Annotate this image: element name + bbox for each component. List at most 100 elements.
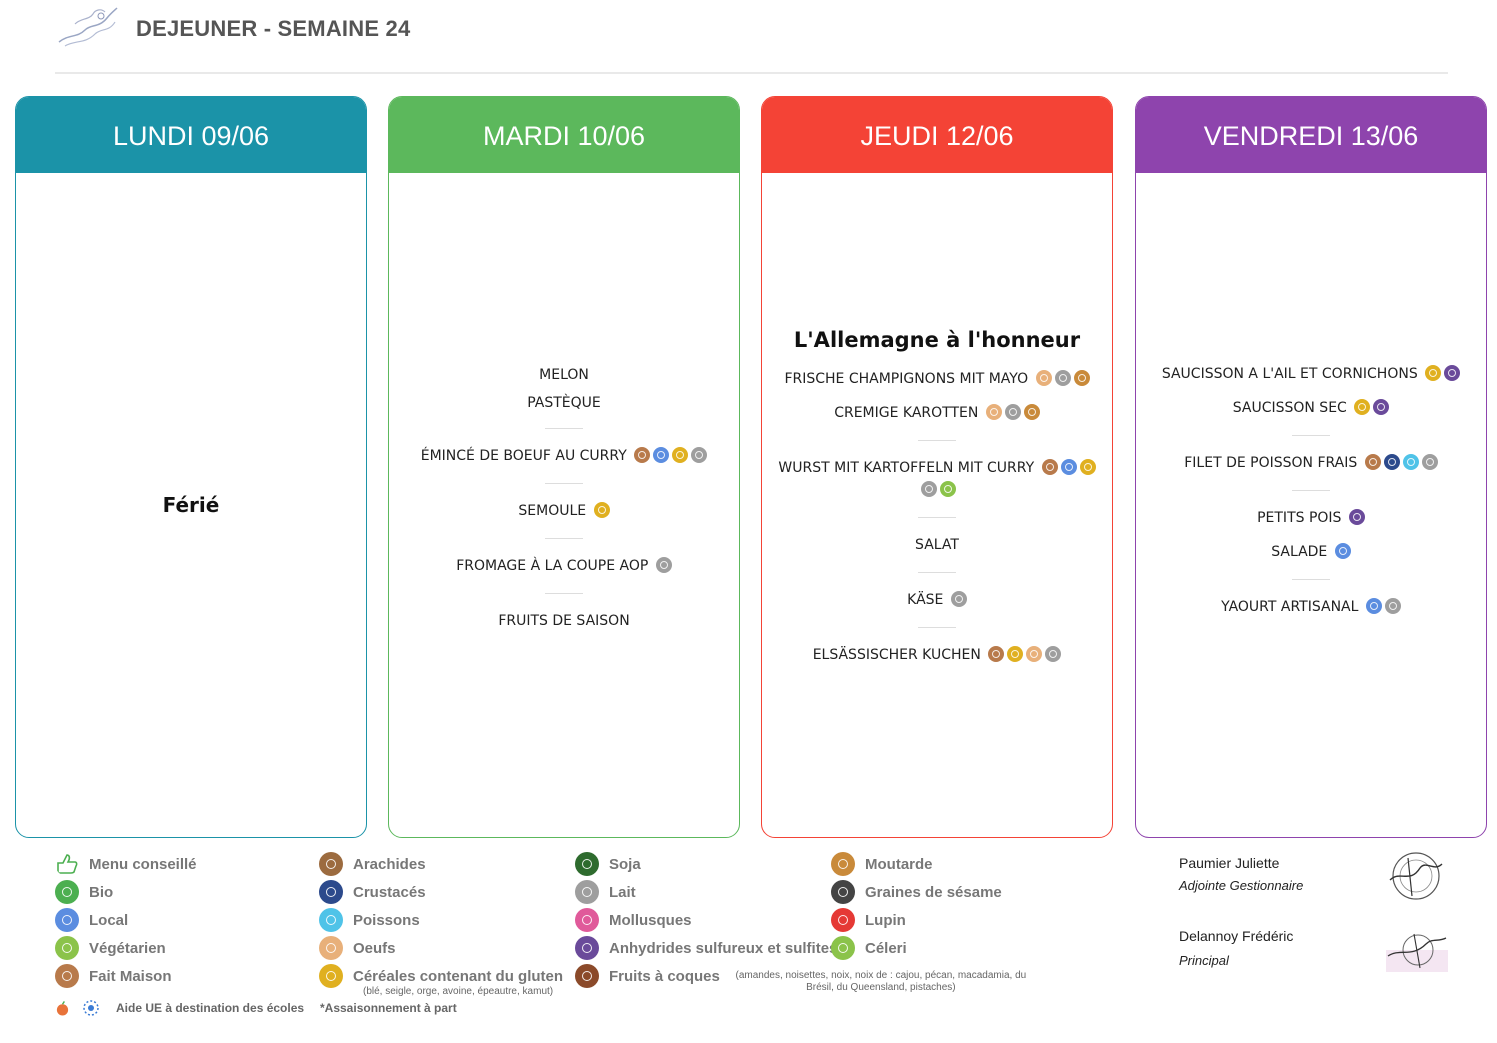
divider bbox=[545, 538, 583, 539]
page-header: DEJEUNER - SEMAINE 24 bbox=[55, 0, 1448, 74]
sulfites-icon bbox=[1444, 364, 1461, 381]
dish: WURST MIT KARTOFFELN MIT CURRY bbox=[772, 457, 1102, 501]
sulfites-icon bbox=[1373, 398, 1390, 415]
gluten-icon bbox=[319, 964, 343, 988]
lait-icon bbox=[1421, 453, 1438, 470]
legend-item: Céleri bbox=[831, 934, 1002, 962]
legend-item: Anhydrides sulfureux et sulfites bbox=[575, 934, 1036, 962]
mollusques-icon bbox=[575, 908, 599, 932]
gluten-icon bbox=[1007, 646, 1024, 662]
oeufs-icon bbox=[1026, 646, 1043, 662]
legend-item: Lait bbox=[575, 878, 1036, 906]
stamp-signature-icon bbox=[1386, 933, 1448, 972]
dish: SALADE bbox=[1271, 541, 1351, 563]
fait-maison-icon bbox=[55, 964, 79, 988]
sulfites-icon bbox=[575, 936, 599, 960]
legend-item: Poissons bbox=[319, 906, 563, 934]
dish: CREMIGE KAROTTEN bbox=[834, 402, 1040, 424]
legend-allergens-3: Moutarde Graines de sésame Lupin Céleri bbox=[831, 850, 1002, 962]
poissons-icon bbox=[1402, 453, 1419, 470]
fait-maison-icon bbox=[988, 646, 1005, 662]
lait-icon bbox=[691, 447, 708, 463]
gluten-icon bbox=[1079, 459, 1096, 475]
lait-icon bbox=[655, 557, 672, 573]
day-card-vendredi: VENDREDI 13/06 SAUCISSON A L'AIL ET CORN… bbox=[1135, 96, 1487, 838]
sulfites-icon bbox=[1348, 508, 1365, 525]
legend-allergens-2: Soja Lait Mollusques Anhydrides sulfureu… bbox=[575, 850, 1036, 993]
lait-icon bbox=[921, 481, 937, 497]
divider bbox=[1292, 578, 1330, 580]
legend-note: (amandes, noisettes, noix, noix de : caj… bbox=[735, 970, 1027, 993]
page-title: DEJEUNER - SEMAINE 24 bbox=[136, 16, 411, 41]
vegetarien-icon bbox=[55, 936, 79, 960]
dish: SAUCISSON A L'AIL ET CORNICHONS bbox=[1162, 363, 1461, 385]
moutarde-icon bbox=[831, 852, 855, 876]
day-body: Férié bbox=[16, 173, 366, 837]
soja-icon bbox=[575, 852, 599, 876]
legend-item: Végétarien bbox=[55, 934, 197, 962]
day-body: SAUCISSON A L'AIL ET CORNICHONS SAUCISSO… bbox=[1136, 173, 1486, 837]
legend-item: Bio bbox=[55, 878, 197, 906]
divider bbox=[918, 572, 956, 573]
local-icon bbox=[653, 447, 670, 463]
bio-icon bbox=[55, 880, 79, 904]
oeufs-icon bbox=[1035, 370, 1052, 386]
legend-item: Crustacés bbox=[319, 878, 563, 906]
day-header: VENDREDI 13/06 bbox=[1136, 97, 1486, 173]
day-card-jeudi: JEUDI 12/06 L'Allemagne à l'honneur FRIS… bbox=[761, 96, 1113, 838]
fruits-coques-icon bbox=[575, 964, 599, 988]
lait-icon bbox=[1054, 370, 1071, 386]
stamp-signature-icon bbox=[1389, 852, 1443, 900]
divider bbox=[918, 517, 956, 518]
day-body: MELON PASTÈQUE ÉMINCÉ DE BOEUF AU CURRY … bbox=[389, 173, 739, 837]
dish: SALAT bbox=[915, 537, 959, 553]
dish: ÉMINCÉ DE BOEUF AU CURRY bbox=[421, 445, 708, 467]
theme-title: L'Allemagne à l'honneur bbox=[793, 328, 1081, 352]
moutarde-icon bbox=[1073, 370, 1090, 386]
celeri-icon bbox=[940, 481, 956, 497]
holiday-label: Férié bbox=[162, 493, 220, 517]
dish: PETITS POIS bbox=[1257, 507, 1365, 529]
divider bbox=[545, 428, 583, 429]
moutarde-icon bbox=[1023, 404, 1040, 420]
dish: SAUCISSON SEC bbox=[1233, 397, 1390, 419]
legend-item: Fait Maison bbox=[55, 962, 197, 990]
legend-item: Oeufs bbox=[319, 934, 563, 962]
apple-icon bbox=[56, 1001, 69, 1016]
divider bbox=[918, 440, 956, 441]
lait-icon bbox=[1045, 646, 1062, 662]
fait-maison-icon bbox=[1364, 453, 1381, 470]
legend-item: Fruits à coques (amandes, noisettes, noi… bbox=[575, 962, 1036, 993]
lait-icon bbox=[950, 591, 967, 607]
oeufs-icon bbox=[319, 936, 343, 960]
eu-milk-icon bbox=[83, 1000, 99, 1016]
legend-item: Céréales contenant du gluten bbox=[319, 962, 563, 990]
college-logo-icon bbox=[58, 7, 118, 47]
dish: SEMOULE bbox=[518, 500, 610, 522]
legend-item: Graines de sésame bbox=[831, 878, 1002, 906]
legend-note: (blé, seigle, orge, avoine, épeautre, ka… bbox=[363, 986, 554, 997]
oeufs-icon bbox=[985, 404, 1002, 420]
dish: YAOURT ARTISANAL bbox=[1221, 596, 1401, 618]
aide-ue-note: Aide UE à destination des écoles bbox=[116, 1001, 305, 1015]
arachides-icon bbox=[319, 852, 343, 876]
crustaces-icon bbox=[1383, 453, 1400, 470]
day-body: L'Allemagne à l'honneur FRISCHE CHAMPIGN… bbox=[762, 173, 1112, 837]
dish: MELON bbox=[539, 367, 589, 383]
legend-allergens-1: Arachides Crustacés Poissons Oeufs Céréa… bbox=[319, 850, 563, 997]
gluten-icon bbox=[1425, 364, 1442, 381]
day-card-lundi: LUNDI 09/06 Férié bbox=[15, 96, 367, 838]
fait-maison-icon bbox=[634, 447, 651, 463]
thumbs-up-icon bbox=[57, 854, 78, 874]
lupin-icon bbox=[831, 908, 855, 932]
gluten-icon bbox=[1354, 398, 1371, 415]
sesame-icon bbox=[831, 880, 855, 904]
signatory-role: Principal bbox=[1179, 953, 1229, 968]
lait-icon bbox=[575, 880, 599, 904]
local-icon bbox=[1334, 542, 1351, 559]
legend-labels: Menu conseillé Bio Local Végétarien Fait… bbox=[55, 850, 197, 990]
dish: FRUITS DE SAISON bbox=[498, 613, 630, 629]
legend-item: Soja bbox=[575, 850, 1036, 878]
gluten-icon bbox=[672, 447, 689, 463]
signatory-role: Adjointe Gestionnaire bbox=[1179, 878, 1304, 893]
